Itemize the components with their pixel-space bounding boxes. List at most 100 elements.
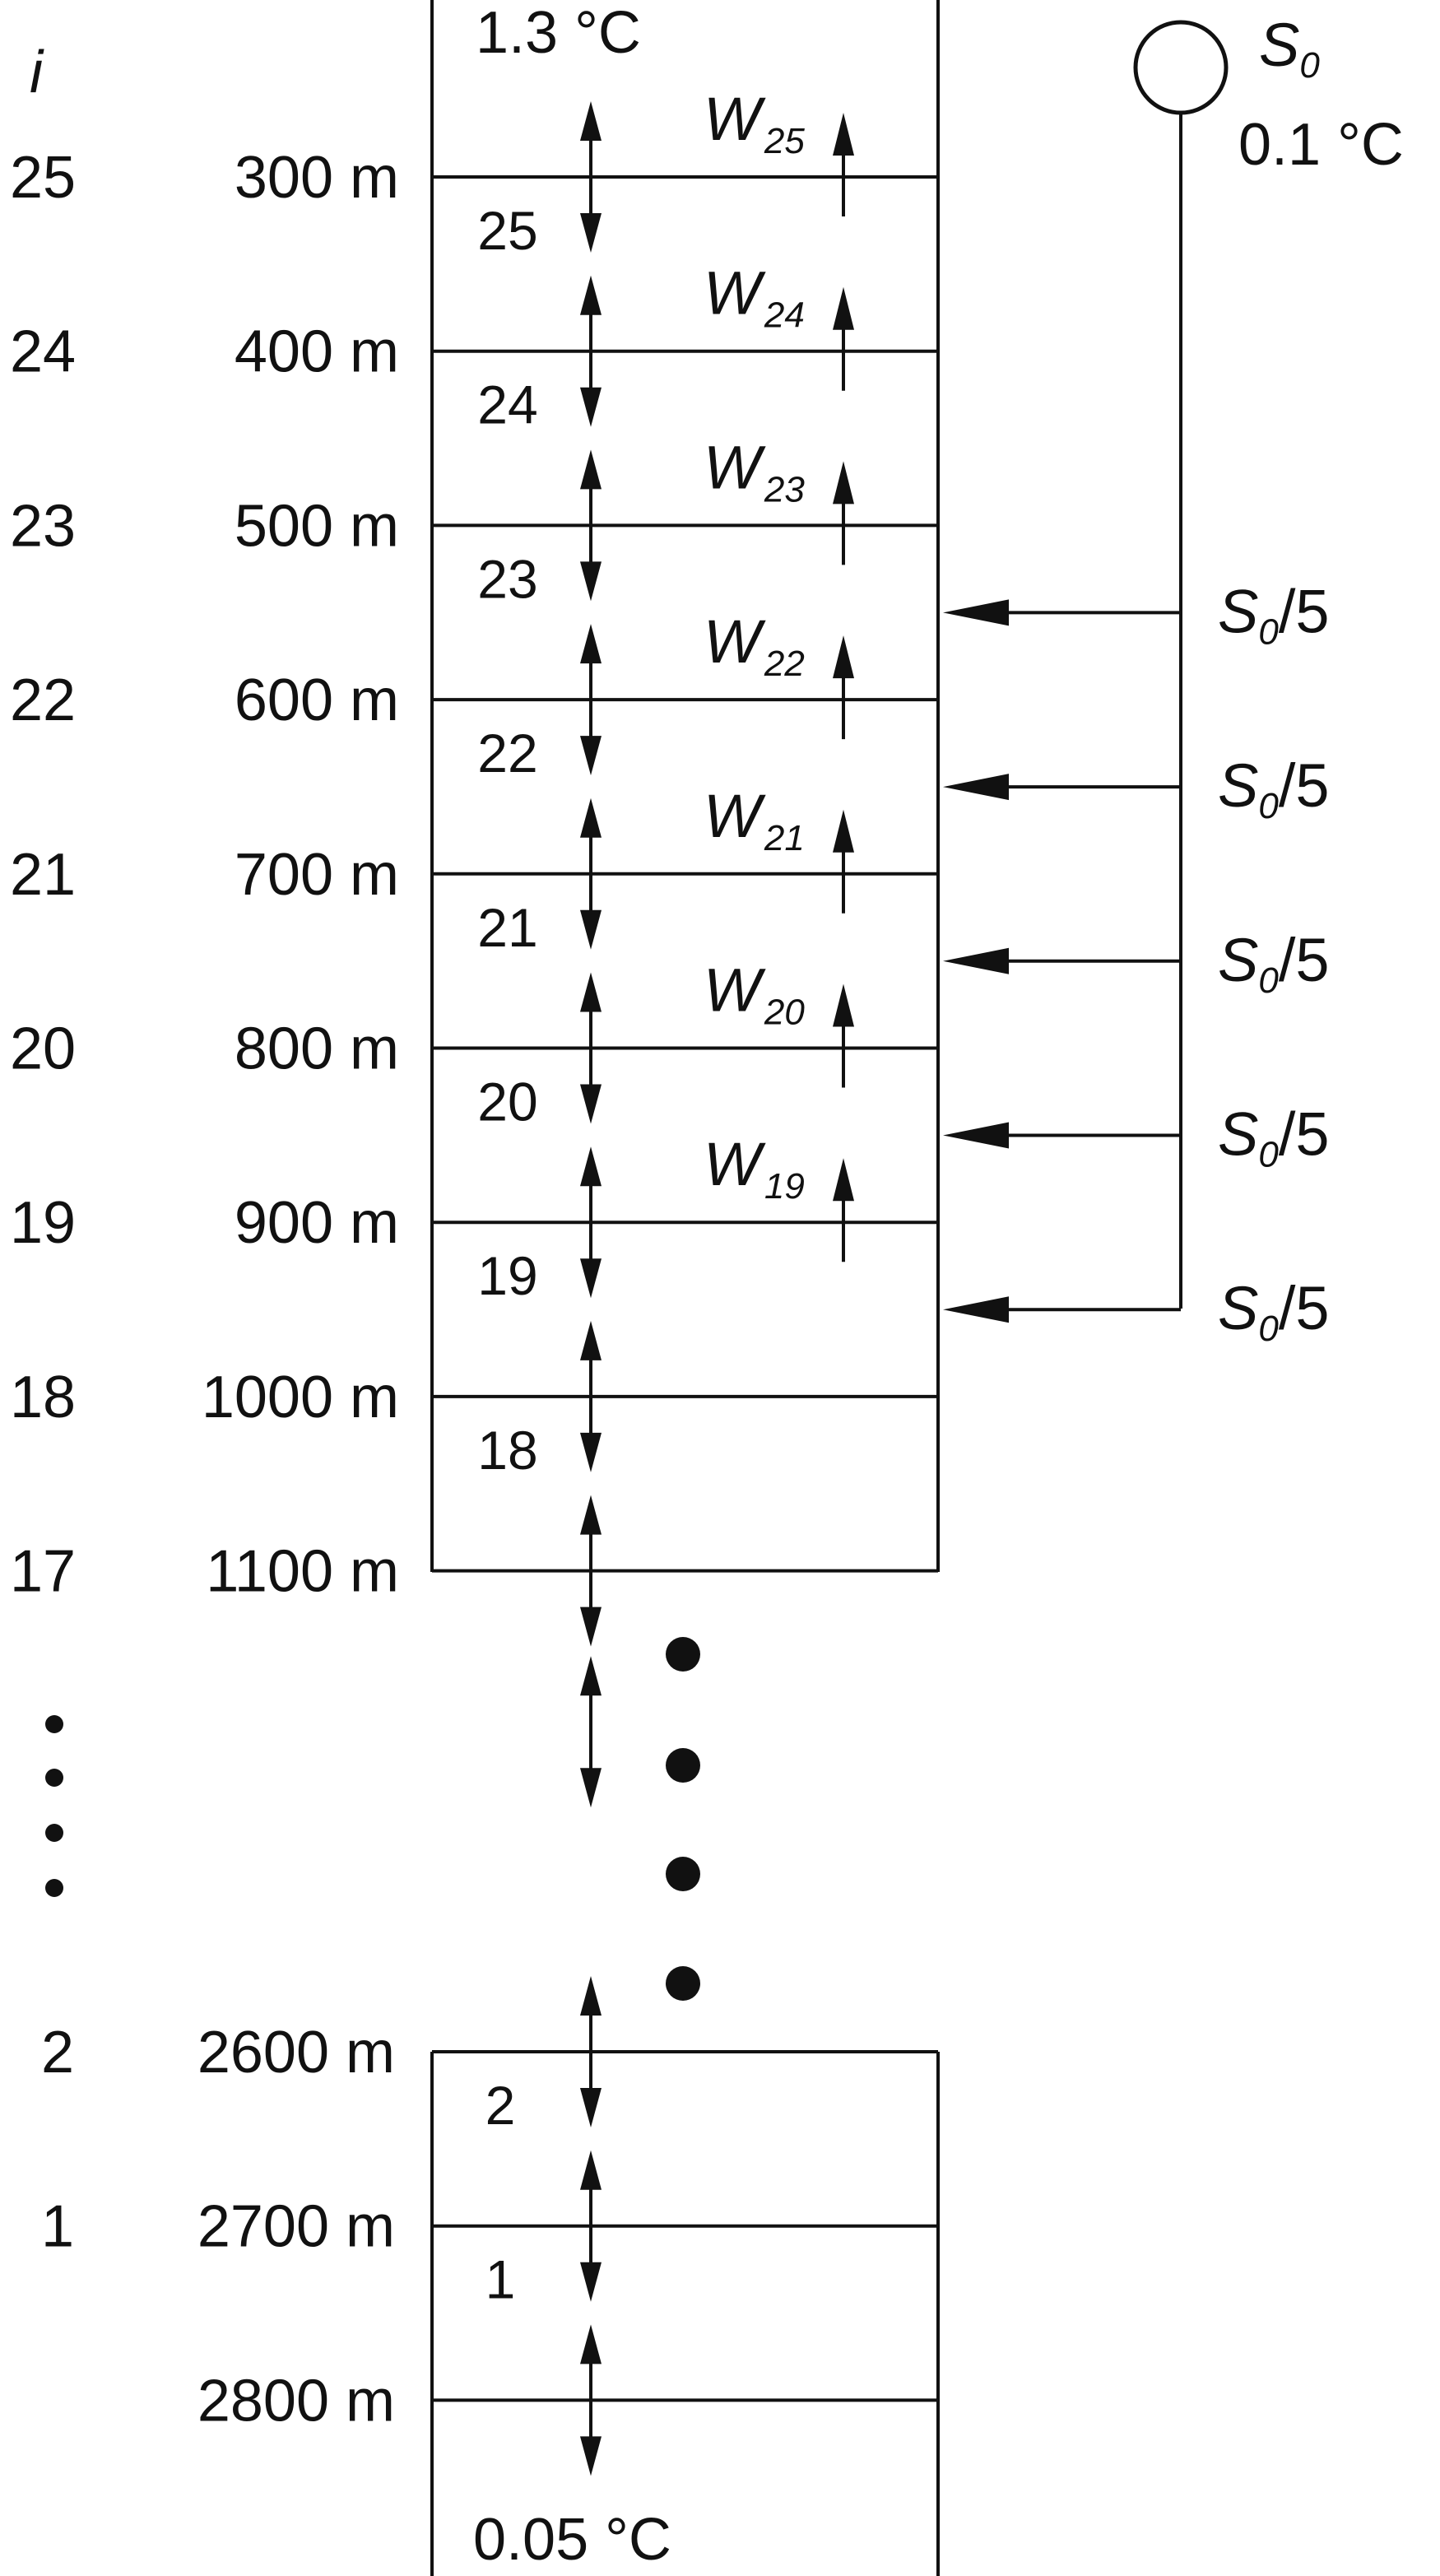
source-pipe: S0 0.1 °C (1133, 11, 1404, 1309)
grid-level: 22 600 m 22 W22 (10, 607, 938, 783)
grid-level: 20 800 m 20 W20 (10, 956, 938, 1132)
injection-flux-label: S0/5 (1218, 926, 1330, 1001)
injection-arrow: S0/5 (943, 577, 1330, 652)
mixing-arrow-icon (580, 1320, 602, 1472)
upwelling-velocity-label: W22 (704, 607, 805, 684)
mixing-arrow-icon (580, 797, 602, 950)
level-index-label: 2 (41, 2020, 74, 2085)
column-ellipsis-dot (666, 1857, 700, 1891)
injection-arrow: S0/5 (943, 1274, 1330, 1349)
injection-flux-label: S0/5 (1218, 1274, 1330, 1349)
injection-flux-label: S0/5 (1218, 1100, 1330, 1175)
level-index-label: 19 (10, 1190, 76, 1256)
column-outline (430, 0, 940, 2576)
level-index-label: 18 (10, 1365, 76, 1430)
ellipsis-dots (45, 1637, 700, 2001)
mixing-arrow-icon (580, 2150, 602, 2302)
level-depth-label: 2600 m (197, 2020, 395, 2085)
source-reservoir-icon (1133, 20, 1229, 115)
mixing-arrow-icon (580, 1656, 602, 1808)
upwelling-velocity-label: W24 (704, 259, 805, 336)
cell-number-label: 19 (477, 1245, 537, 1306)
cell-number-label: 22 (477, 723, 537, 783)
injection-flux-label: S0/5 (1218, 751, 1330, 826)
column-ellipsis-dot (666, 1637, 700, 1672)
index-column-header: i (30, 40, 44, 105)
level-depth-label: 600 m (235, 667, 399, 733)
upwelling-arrow-icon (833, 286, 854, 391)
level-index-label: 1 (41, 2194, 74, 2260)
cell-number-label: 24 (477, 374, 537, 435)
column-ellipsis-dot (666, 1966, 700, 2001)
level-index-label: 25 (10, 145, 76, 211)
upper-levels-group: 25 300 m 25 W25 24 400 m 24 W24 23 500 m 23 W23 22 60… (10, 85, 938, 1647)
column-ellipsis-dot (666, 1748, 700, 1783)
bottom-temperature-label: 0.05 °C (473, 2507, 671, 2573)
injection-arrow: S0/5 (943, 751, 1330, 826)
mixing-arrow-gap (580, 1656, 602, 1808)
index-ellipsis-dot (45, 1769, 63, 1787)
upwelling-arrow-icon (833, 809, 854, 914)
upwelling-velocity-label: W21 (704, 782, 805, 858)
cell-number-label: 25 (477, 200, 537, 261)
grid-level: 1 2700 m 1 (41, 2150, 938, 2310)
grid-level: 2800 m (197, 2324, 938, 2476)
upwelling-velocity-label: W20 (704, 956, 805, 1033)
mixing-arrow-icon (580, 275, 602, 427)
injection-flux-label: S0/5 (1218, 577, 1330, 652)
mixing-arrow-icon (580, 449, 602, 602)
level-depth-label: 1100 m (206, 1539, 399, 1605)
cell-number-label: 1 (485, 2249, 516, 2310)
source-label: S0 (1259, 11, 1320, 86)
mixing-arrow-icon (580, 1976, 602, 2127)
grid-level: 24 400 m 24 W24 (10, 259, 938, 435)
upwelling-arrow-icon (833, 635, 854, 740)
mixing-arrow-icon (580, 972, 602, 1124)
upwelling-arrow-icon (833, 1158, 854, 1262)
injection-arrow: S0/5 (943, 1100, 1330, 1175)
cell-number-label: 18 (477, 1420, 537, 1481)
upwelling-velocity-label: W25 (704, 85, 805, 161)
level-index-label: 17 (10, 1539, 76, 1605)
lower-levels-group: 2 2600 m 2 1 2700 m 1 2800 m (41, 1976, 938, 2476)
cell-number-label: 20 (477, 1072, 537, 1132)
cell-number-label: 23 (477, 548, 537, 609)
cell-number-label: 21 (477, 897, 537, 958)
upwelling-velocity-label: W23 (704, 433, 805, 509)
level-index-label: 23 (10, 493, 76, 559)
mixing-arrow-icon (580, 1146, 602, 1299)
mixing-arrow-icon (580, 1495, 602, 1647)
upwelling-velocity-label: W19 (704, 1130, 805, 1207)
level-depth-label: 700 m (235, 842, 399, 908)
level-depth-label: 2700 m (197, 2194, 395, 2260)
level-index-label: 20 (10, 1016, 76, 1082)
level-depth-label: 800 m (235, 1016, 399, 1082)
level-depth-label: 2800 m (197, 2368, 395, 2434)
level-depth-label: 400 m (235, 319, 399, 385)
grid-level: 17 1100 m (10, 1495, 938, 1647)
injection-arrow: S0/5 (943, 926, 1330, 1001)
grid-level: 19 900 m 19 W19 (10, 1130, 938, 1306)
index-ellipsis-dot (45, 1715, 63, 1733)
index-ellipsis-dot (45, 1879, 63, 1897)
top-temperature-label: 1.3 °C (476, 0, 641, 66)
level-index-label: 22 (10, 667, 76, 733)
injection-arrows-group: S0/5S0/5S0/5S0/5S0/5 (943, 577, 1330, 1349)
grid-level: 25 300 m 25 W25 (10, 85, 938, 261)
grid-level: 18 1000 m 18 (10, 1320, 938, 1481)
upwelling-arrow-icon (833, 113, 854, 216)
upwelling-arrow-icon (833, 461, 854, 565)
index-ellipsis-dot (45, 1824, 63, 1842)
level-depth-label: 300 m (235, 145, 399, 211)
level-depth-label: 900 m (235, 1190, 399, 1256)
level-depth-label: 1000 m (202, 1365, 399, 1430)
cell-number-label: 2 (485, 2075, 516, 2136)
level-index-label: 24 (10, 319, 76, 385)
level-depth-label: 500 m (235, 493, 399, 559)
mixing-arrow-icon (580, 2324, 602, 2476)
level-index-label: 21 (10, 842, 76, 908)
grid-level: 2 2600 m 2 (41, 1976, 938, 2136)
mixing-arrow-icon (580, 624, 602, 776)
upwelling-arrow-icon (833, 983, 854, 1088)
